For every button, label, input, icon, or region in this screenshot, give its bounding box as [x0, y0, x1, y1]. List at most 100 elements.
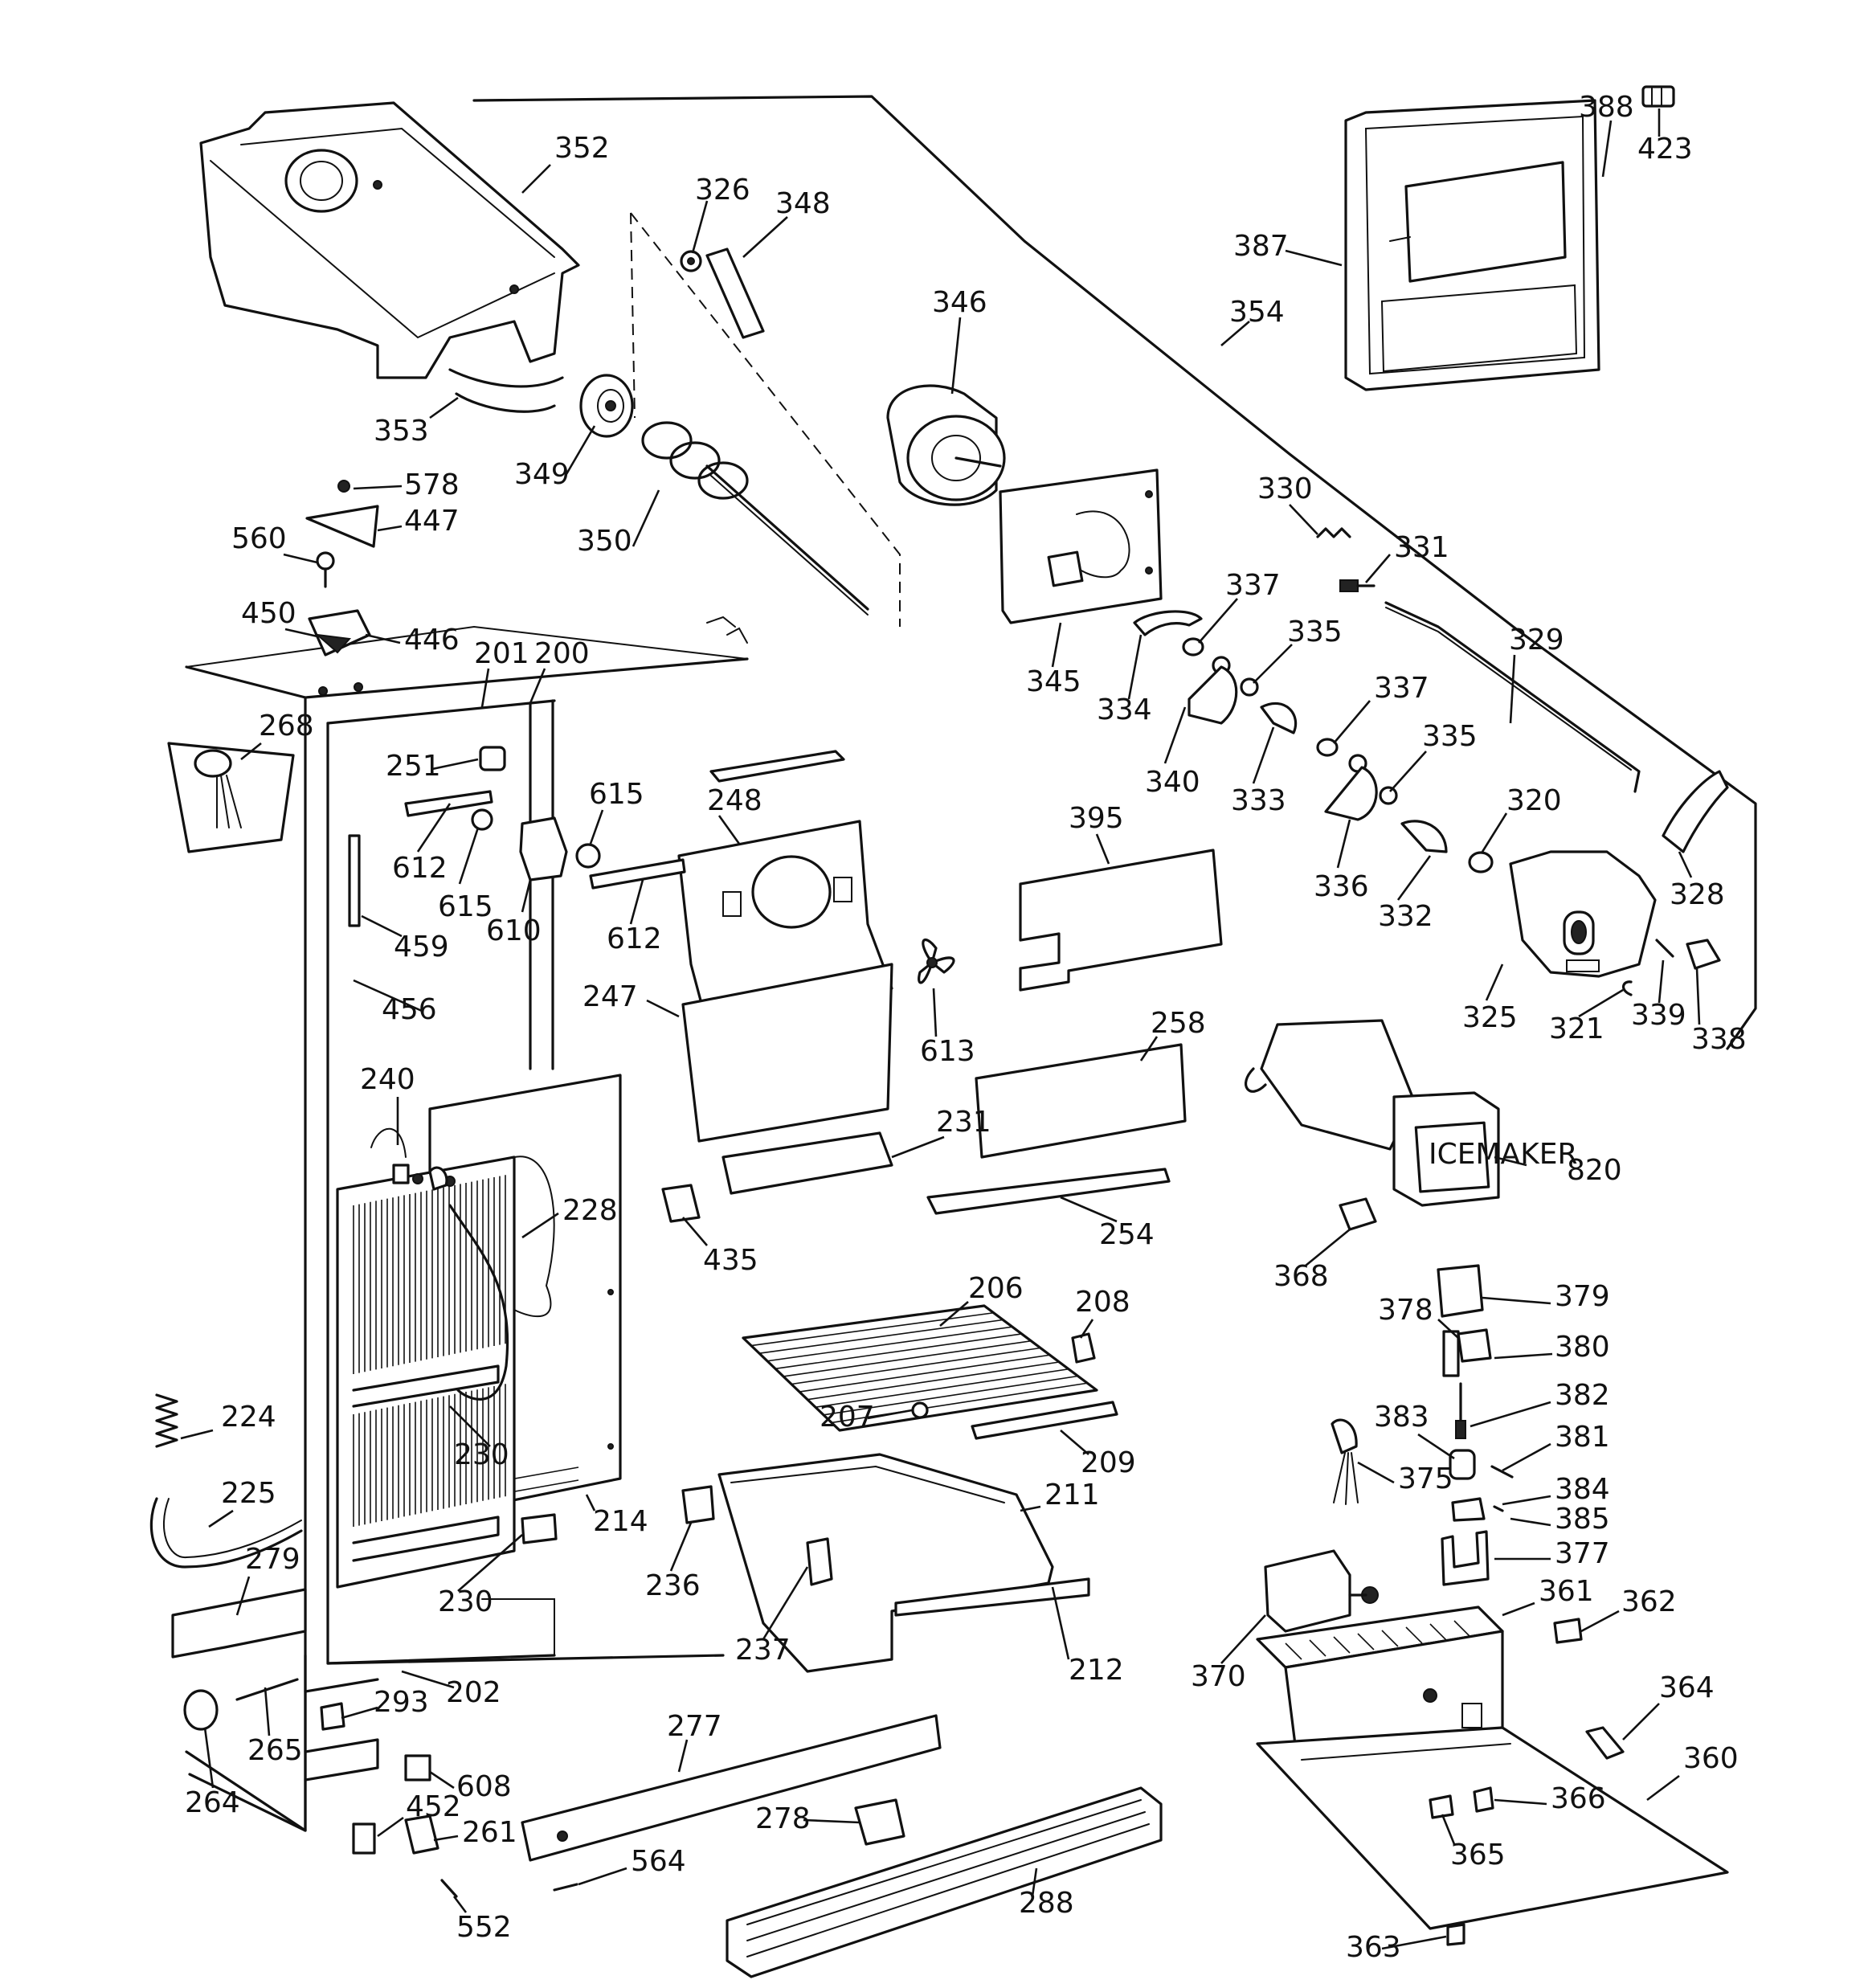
shelf-wire [750, 1311, 994, 1347]
dash-box [630, 212, 901, 627]
label-382: 382 [1555, 1379, 1610, 1412]
label-360: 360 [1683, 1742, 1739, 1775]
leader-line [1502, 1601, 1535, 1617]
label-328: 328 [1670, 878, 1725, 911]
label-320: 320 [1506, 784, 1562, 817]
vent-slot [1453, 1620, 1471, 1638]
dispenser-mounting-plate [999, 468, 1163, 624]
strip-254 [926, 1168, 1171, 1215]
leader-line [431, 758, 479, 771]
leader-line [1252, 726, 1275, 784]
label-452: 452 [406, 1790, 461, 1823]
label-615a: 615 [589, 778, 644, 811]
label-247: 247 [582, 980, 638, 1013]
label-387: 387 [1233, 230, 1289, 263]
leader-line [1220, 321, 1250, 346]
label-353: 353 [374, 415, 429, 448]
label-350: 350 [577, 525, 632, 558]
label-338: 338 [1691, 1023, 1747, 1056]
label-264: 264 [185, 1786, 240, 1819]
bracket-362 [1553, 1618, 1583, 1644]
leader-line [1601, 120, 1613, 178]
shelf-wire [799, 1354, 1050, 1393]
dispenser-screw-423 [1641, 85, 1675, 108]
freezer-basket [717, 1453, 1090, 1673]
label-354: 354 [1229, 296, 1285, 329]
label-321: 321 [1549, 1012, 1604, 1045]
bracket-612b [589, 858, 686, 890]
leader-line [416, 803, 452, 853]
label-224: 224 [221, 1401, 276, 1434]
drain-tube-225 [149, 1497, 303, 1569]
label-211: 211 [1044, 1479, 1100, 1511]
leader-line [1220, 1614, 1266, 1664]
leader-line [1095, 833, 1110, 865]
bracket-237 [806, 1537, 833, 1586]
label-340: 340 [1145, 766, 1200, 799]
part-608 [404, 1754, 431, 1781]
vent-slot [1309, 1639, 1326, 1657]
label-240: 240 [360, 1063, 415, 1096]
leader-line [1494, 1798, 1547, 1806]
pin-339 [1655, 939, 1674, 958]
label-447: 447 [404, 505, 460, 538]
leader-line [1381, 1935, 1447, 1950]
leader-line [1051, 622, 1062, 668]
stud-207 [911, 1401, 929, 1419]
leader-line [1502, 1495, 1551, 1506]
leader-line [377, 525, 403, 532]
spring-330 [1316, 527, 1351, 538]
part-615a [471, 808, 493, 831]
vent-slot [1285, 1642, 1302, 1660]
leader-line [1678, 851, 1693, 878]
leader-line [682, 1217, 708, 1246]
plate-348 [705, 247, 765, 339]
label-208: 208 [1075, 1286, 1130, 1319]
roller-264 [183, 1689, 219, 1731]
leader-line [1396, 855, 1432, 901]
label-365: 365 [1450, 1839, 1506, 1871]
label-288: 288 [1019, 1887, 1074, 1920]
leader-line [932, 988, 938, 1037]
label-615b: 615 [438, 890, 493, 923]
leader-line [1622, 1703, 1660, 1741]
label-336: 336 [1314, 870, 1369, 903]
leader-line [1580, 1610, 1620, 1633]
label-337b: 337 [1374, 672, 1429, 705]
leader-line [632, 489, 660, 547]
leader-line [803, 1818, 860, 1824]
label-230a: 230 [454, 1438, 509, 1471]
auger-bearing [579, 374, 634, 438]
rod-329 [1384, 601, 1641, 793]
label-377: 377 [1555, 1537, 1610, 1570]
label-363: 363 [1346, 1931, 1401, 1964]
shelf-wire [823, 1375, 1078, 1416]
freezer-cabinet [185, 616, 749, 1832]
bucket-clip [455, 392, 556, 413]
label-329: 329 [1509, 624, 1564, 657]
label-348: 348 [775, 187, 831, 220]
shelf-wire [775, 1333, 1022, 1370]
rail-277 [521, 1714, 942, 1862]
leader-line [1509, 654, 1516, 724]
label-450: 450 [241, 597, 296, 630]
callout-labels: 352 326 348 346 388 423 387 354 353 349 … [185, 91, 1747, 1964]
leader-line [1578, 988, 1624, 1018]
label-337a: 337 [1225, 569, 1281, 602]
leader-line [1051, 1586, 1070, 1660]
gear-train [1133, 610, 1494, 873]
label-330: 330 [1257, 472, 1313, 505]
foot-364 [1585, 1726, 1625, 1760]
leader-line [565, 425, 596, 475]
label-209: 209 [1081, 1446, 1136, 1479]
bracket-293 [320, 1702, 345, 1731]
icemaker-assembly: ICEMAKER [1245, 1019, 1578, 1207]
leader-line [585, 1494, 596, 1511]
leader-line [433, 1835, 459, 1842]
fan-blade [918, 938, 955, 984]
label-362: 362 [1621, 1585, 1677, 1618]
leader-line [1127, 634, 1143, 700]
vent-slot [1333, 1636, 1351, 1654]
label-265: 265 [247, 1734, 303, 1767]
label-254: 254 [1099, 1218, 1155, 1251]
